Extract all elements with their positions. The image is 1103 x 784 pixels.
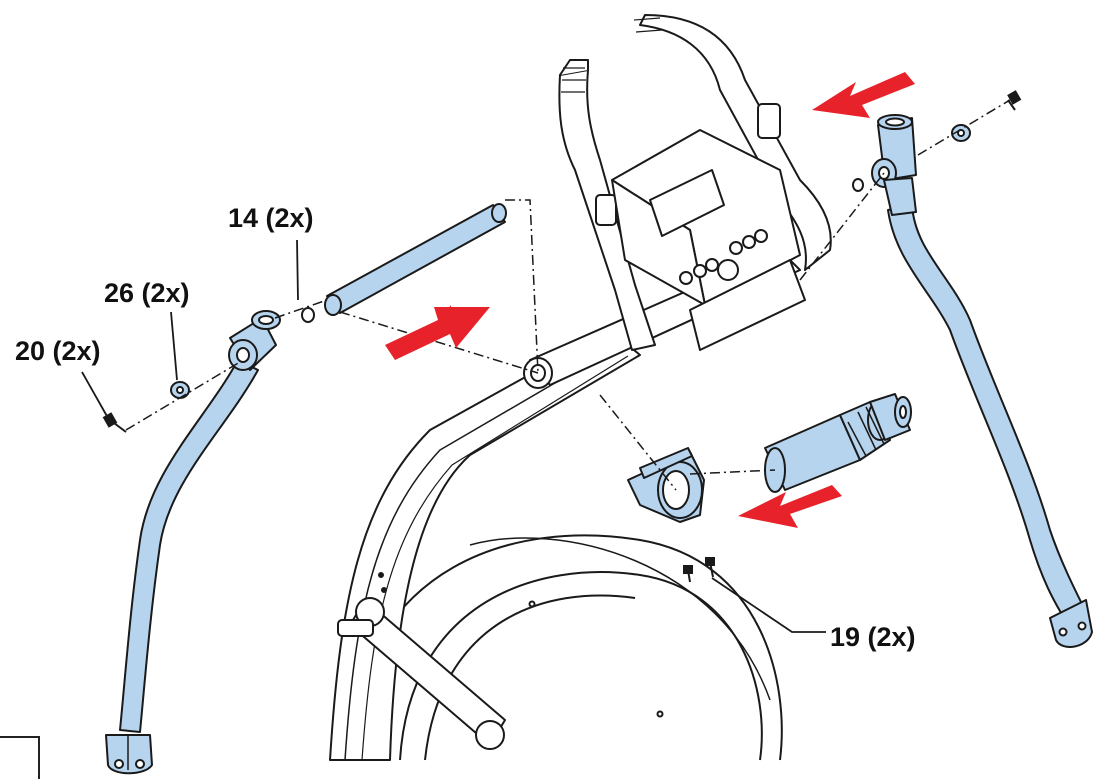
crossbar-rod — [324, 203, 507, 316]
red-arrow-bottle — [738, 485, 842, 528]
screws — [102, 90, 1022, 583]
page-frame-corner — [0, 736, 40, 779]
ring-14 — [301, 307, 315, 323]
callout-part-20: 20 (2x) — [15, 336, 101, 366]
leader-lines — [81, 239, 826, 633]
left-arm — [105, 310, 281, 775]
blue-parts — [105, 114, 1093, 775]
assembly-lines — [125, 99, 1011, 491]
hardware — [170, 124, 971, 399]
water-bottle — [764, 393, 912, 493]
handlebars — [558, 14, 832, 351]
bottle-holder — [627, 447, 705, 523]
ring-right — [852, 178, 864, 192]
callout-part-14: 14 (2x) — [228, 203, 314, 233]
red-arrow-top-right — [812, 72, 915, 118]
callout-part-26: 26 (2x) — [104, 278, 190, 308]
callout-part-19: 19 (2x) — [830, 622, 916, 652]
console — [611, 129, 806, 351]
right-arm — [871, 114, 1093, 648]
direction-arrows — [385, 72, 915, 528]
